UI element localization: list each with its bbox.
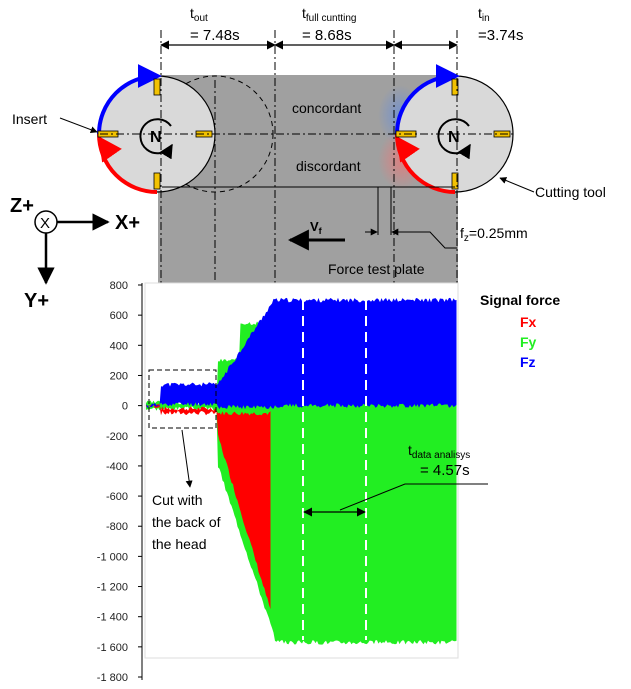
insert-bottom [153, 172, 161, 190]
rotation-arrow-right-icon [437, 118, 471, 160]
series-layer [146, 297, 457, 645]
svg-text:X: X [40, 215, 50, 232]
cutting-tool-label: Cutting tool [535, 184, 606, 200]
y-tick-label: -400 [106, 461, 128, 473]
axes-icon: X Z+ X+ Y+ [10, 195, 140, 312]
t-data-value: = 4.57s [420, 462, 470, 479]
right-blue-arc [395, 64, 460, 135]
fz-label: fz=0.25mm [460, 225, 528, 244]
force-chart: 800 600 400 200 0 -200 -400 -600 -800 -1 000 -1 20… [97, 280, 459, 684]
rotation-label-right: N [448, 129, 460, 146]
y-tick-label: -1 800 [97, 672, 128, 684]
timing-annotations: tout = 7.48s tfull cuntting = 8.68s tin … [160, 5, 523, 50]
axis-y-label: Y+ [24, 290, 49, 312]
rotation-label-left: N [150, 129, 162, 146]
t-out-value: = 7.48s [190, 27, 240, 44]
y-tick-group: 800 600 400 200 0 -200 -400 -600 -800 -1 000 -1 20… [97, 280, 142, 684]
rotation-arrow-left-icon [139, 118, 173, 160]
t-full-value: = 8.68s [302, 27, 352, 44]
y-tick-label: -600 [106, 491, 128, 503]
series-fz [146, 297, 457, 410]
insert-top [153, 78, 161, 96]
y-tick-label: 0 [122, 401, 128, 413]
left-blue-arc [97, 64, 162, 135]
y-tick-label: -200 [106, 431, 128, 443]
series-fx [146, 404, 271, 610]
force-test-plate-label: Force test plate [328, 261, 425, 277]
axis-x-label: X+ [115, 212, 140, 234]
legend-fy: Fy [520, 334, 537, 350]
back-cut-box [148, 369, 217, 429]
legend: Signal force Fx Fy Fz [480, 292, 560, 370]
discordant-label: discordant [296, 158, 361, 174]
axis-z-label: Z+ [10, 195, 34, 217]
svg-text:tfull cuntting: tfull cuntting [302, 5, 356, 24]
legend-title: Signal force [480, 292, 560, 308]
t-data-label: tdata analisys [408, 442, 470, 461]
legend-fz: Fz [520, 354, 536, 370]
legend-fx: Fx [520, 314, 537, 330]
y-tick-label: -1 200 [97, 582, 128, 594]
y-tick-label: 600 [110, 310, 128, 322]
t-in-value: =3.74s [478, 27, 523, 44]
y-tick-label: 800 [110, 280, 128, 292]
y-tick-label: -1 400 [97, 612, 128, 624]
vf-label: Vf [310, 219, 323, 236]
y-tick-label: -1 000 [97, 551, 128, 563]
svg-text:tout: tout [190, 5, 208, 24]
svg-text:tin: tin [478, 5, 490, 24]
cut-back-label-3: the head [152, 536, 207, 552]
concordant-label: concordant [292, 100, 361, 116]
y-tick-label: 200 [110, 370, 128, 382]
y-tick-label: -1 600 [97, 642, 128, 654]
cut-back-label-2: the back of [152, 514, 221, 530]
cut-back-label-1: Cut with [152, 492, 203, 508]
y-tick-label: 400 [110, 340, 128, 352]
y-tick-label: -800 [106, 521, 128, 533]
insert-label: Insert [12, 111, 47, 127]
